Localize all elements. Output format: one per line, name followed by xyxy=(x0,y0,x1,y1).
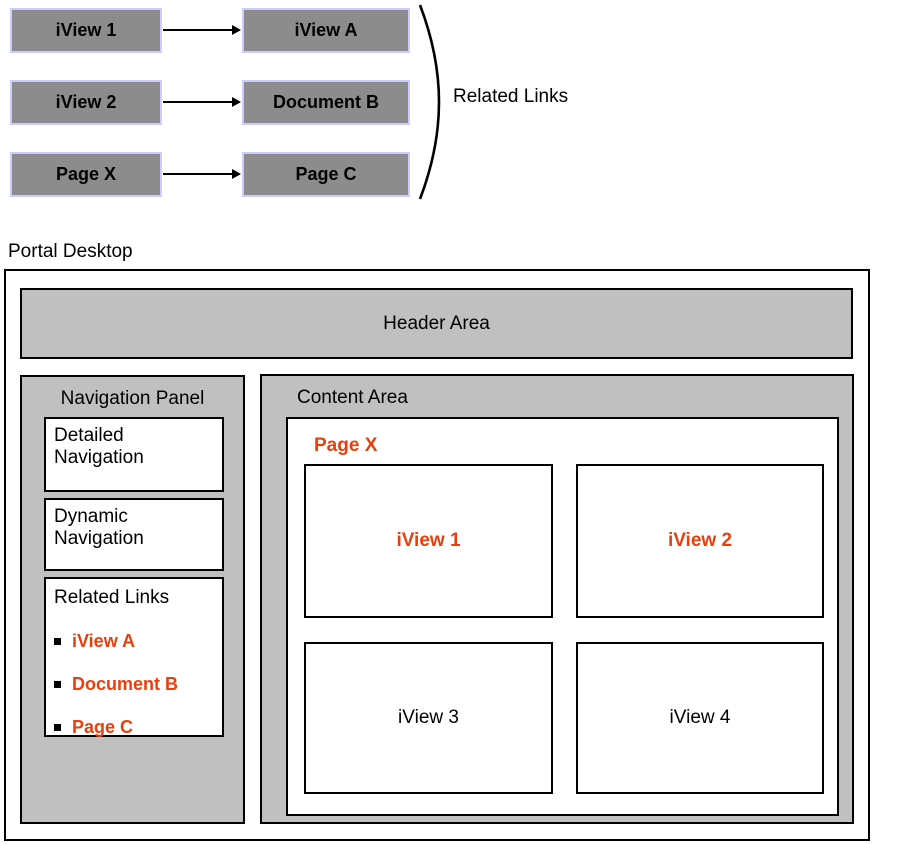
arrow-shaft xyxy=(163,173,232,175)
related-links-title: Related Links xyxy=(54,587,170,608)
related-link-page-c: Page C xyxy=(54,716,222,738)
related-link-label: iView A xyxy=(72,631,136,651)
detailed-navigation-box: Detailed Navigation xyxy=(44,417,224,492)
related-link-document-b: Document B xyxy=(54,673,222,695)
arrow-head xyxy=(232,25,241,35)
related-links-box: Related Links iView A Document B Page C xyxy=(44,577,224,737)
portal-desktop-frame: Header Area Navigation Panel Detailed Na… xyxy=(4,269,870,841)
arrow-right-icon xyxy=(163,24,241,36)
content-area: Content Area Page X iView 1 iView 2 iVie… xyxy=(260,374,854,824)
iview-2-box: iView 2 xyxy=(576,464,824,618)
arrow-shaft xyxy=(163,29,232,31)
mapping-target-page-c: Page C xyxy=(242,152,410,197)
content-area-title: Content Area xyxy=(297,387,408,408)
arrow-shaft xyxy=(163,101,232,103)
page-x-container: Page X iView 1 iView 2 iView 3 iView 4 xyxy=(286,417,839,816)
mapping-source-iview1: iView 1 xyxy=(10,8,162,53)
bullet-square-icon xyxy=(54,680,61,688)
navigation-panel-title: Navigation Panel xyxy=(60,388,205,409)
mapping-target-document-b: Document B xyxy=(242,80,410,125)
header-area: Header Area xyxy=(20,288,853,359)
arrow-head xyxy=(232,97,241,107)
bullet-square-icon xyxy=(54,637,61,645)
closing-bracket-icon xyxy=(418,4,441,200)
page-x-title: Page X xyxy=(314,435,378,456)
related-link-label: Page C xyxy=(72,717,134,737)
iview-3-box: iView 3 xyxy=(304,642,553,794)
mapping-source-page-x: Page X xyxy=(10,152,162,197)
arrow-right-icon xyxy=(163,96,241,108)
related-links-list: iView A Document B Page C xyxy=(46,630,222,738)
iview-4-box: iView 4 xyxy=(576,642,824,794)
iview-1-box: iView 1 xyxy=(304,464,553,618)
related-links-caption: Related Links xyxy=(453,86,569,107)
bullet-square-icon xyxy=(54,723,61,731)
navigation-panel: Navigation Panel Detailed Navigation Dyn… xyxy=(20,375,245,824)
header-area-label: Header Area xyxy=(383,312,490,334)
mapping-source-iview2: iView 2 xyxy=(10,80,162,125)
related-link-label: Document B xyxy=(72,674,179,694)
portal-desktop-label: Portal Desktop xyxy=(8,241,133,262)
arrow-right-icon xyxy=(163,168,241,180)
arrow-head xyxy=(232,169,241,179)
related-link-iview-a: iView A xyxy=(54,630,222,652)
mapping-target-iview-a: iView A xyxy=(242,8,410,53)
dynamic-navigation-box: Dynamic Navigation xyxy=(44,498,224,571)
